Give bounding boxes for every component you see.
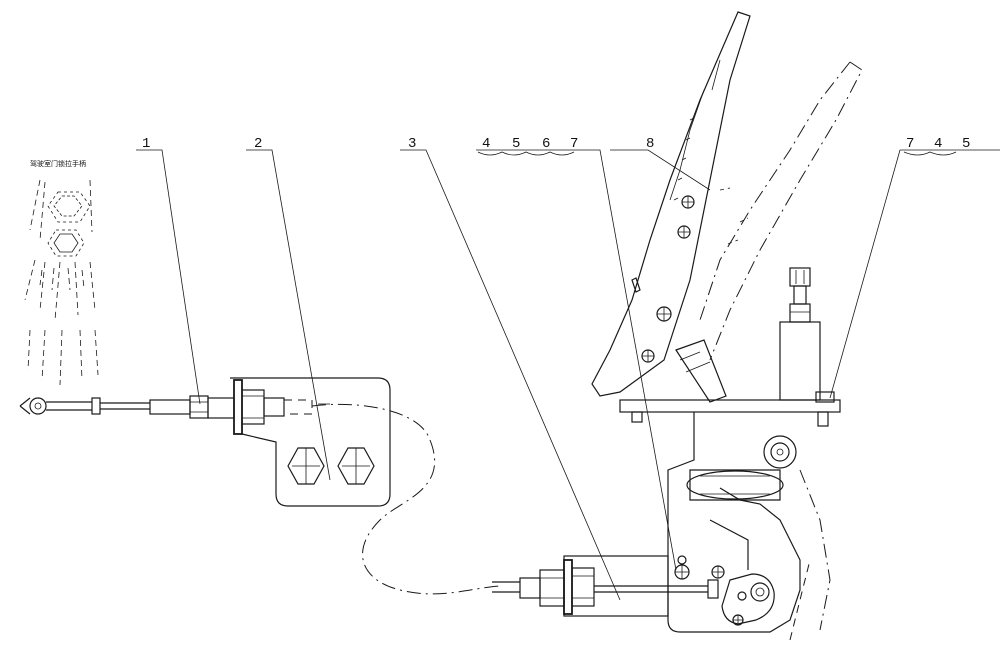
leader-lines — [136, 149, 1000, 601]
callout-3: 3 — [408, 136, 416, 152]
bracket-2 — [230, 377, 391, 507]
callout-4-right: 4 — [934, 136, 942, 152]
callout-7-right: 7 — [906, 136, 914, 152]
handle-sketch — [24, 179, 99, 386]
callout-labels: 1 2 3 4 5 6 7 8 7 4 5 — [142, 136, 970, 152]
callout-2: 2 — [254, 136, 262, 152]
callout-5-right: 5 — [962, 136, 970, 152]
cable-path — [311, 403, 501, 595]
left-rod-assembly — [19, 379, 313, 435]
callout-6: 6 — [542, 136, 550, 152]
handle-note-text: 驾驶室门锁拉手柄 — [30, 159, 86, 168]
callout-8: 8 — [646, 136, 654, 152]
callout-1: 1 — [142, 136, 150, 152]
callout-7-left: 7 — [570, 136, 578, 152]
pedal-assembly — [591, 11, 863, 641]
lower-rod-assembly — [492, 555, 725, 617]
callout-5-left: 5 — [512, 136, 520, 152]
callout-4-left: 4 — [482, 136, 490, 152]
